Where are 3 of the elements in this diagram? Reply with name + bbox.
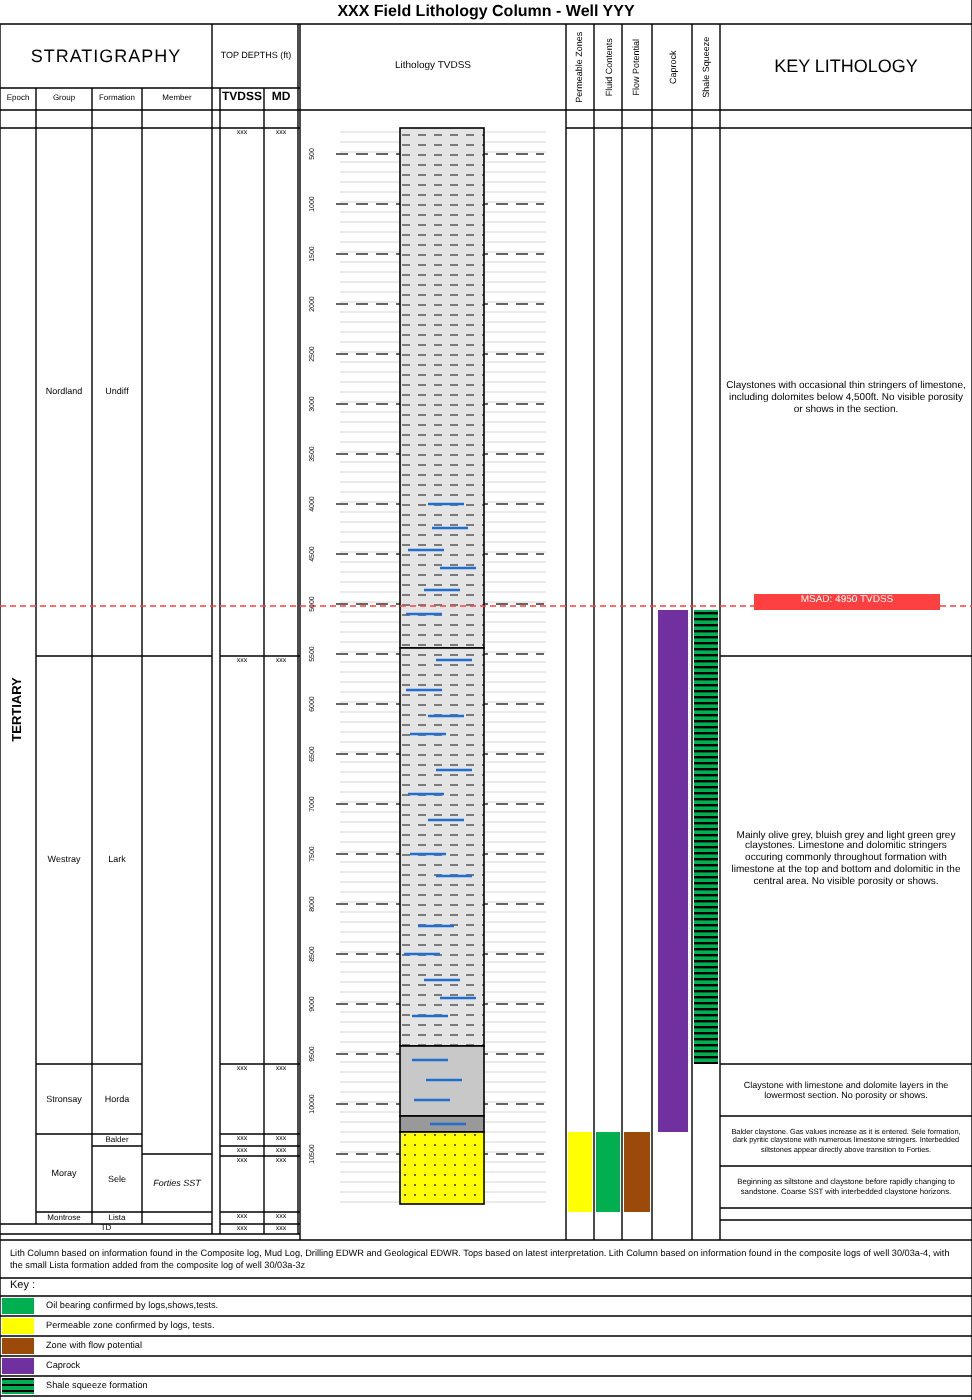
column-header: STRATIGRAPHY — [28, 45, 184, 67]
diagram-title: XXX Field Lithology Column - Well YYY — [335, 2, 637, 22]
column-header: KEY LITHOLOGY — [772, 56, 920, 78]
